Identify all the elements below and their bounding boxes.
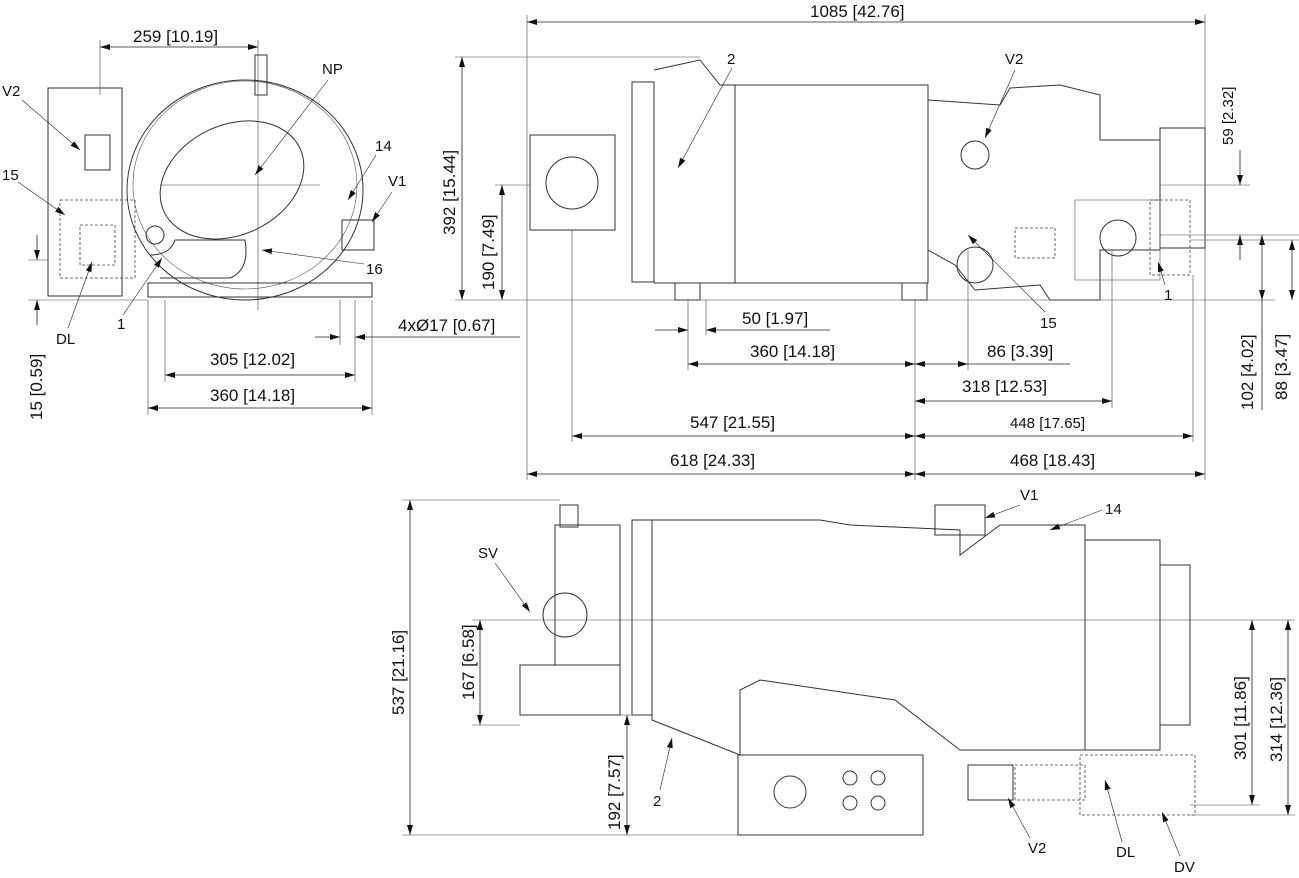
dim-height: 392 [15.44] bbox=[440, 150, 459, 235]
dim-width-top: 259 [10.19] bbox=[133, 27, 218, 46]
dim-overall-height: 537 [21.16] bbox=[389, 630, 408, 715]
dim-conn-102: 102 [4.02] bbox=[1238, 334, 1257, 410]
callout-dv: DV bbox=[1174, 859, 1195, 876]
callout-v1: V1 bbox=[388, 173, 406, 190]
callout-v1: V1 bbox=[1020, 487, 1038, 504]
dim-sv-height: 167 [6.58] bbox=[459, 624, 478, 700]
callout-16: 16 bbox=[366, 261, 383, 278]
dim-conn-86: 86 [3.39] bbox=[987, 342, 1053, 361]
dim-center-height: 190 [7.49] bbox=[479, 214, 498, 290]
callout-dl: DL bbox=[56, 331, 75, 348]
callout-v2: V2 bbox=[1005, 51, 1023, 68]
callout-v2: V2 bbox=[1028, 840, 1046, 857]
dim-right-314: 314 [12.36] bbox=[1267, 677, 1286, 762]
dim-foot-spacing: 360 [14.18] bbox=[750, 342, 835, 361]
dim-base-inner: 305 [12.02] bbox=[210, 350, 295, 369]
callout-dl: DL bbox=[1116, 844, 1135, 861]
side-view: 259 [10.19] 15 [0.59] 305 [12.02] 360 [1… bbox=[2, 27, 520, 420]
dim-conn-88: 88 [3.47] bbox=[1272, 334, 1291, 400]
dim-box-height: 192 [7.57] bbox=[605, 754, 624, 830]
callout-2: 2 bbox=[727, 51, 735, 68]
callout-14: 14 bbox=[1105, 501, 1122, 518]
bottom-view: 537 [21.16] 167 [6.58] 192 [7.57] 301 [1… bbox=[389, 487, 1295, 876]
bottom-view-outline bbox=[472, 504, 1260, 836]
dim-foot-offset: 50 [1.97] bbox=[742, 309, 808, 328]
dim-right-468: 468 [18.43] bbox=[1010, 451, 1095, 470]
callout-sv: SV bbox=[478, 545, 498, 562]
side-view-outline bbox=[47, 40, 375, 310]
dim-foot-height: 15 [0.59] bbox=[27, 354, 46, 420]
callout-15: 15 bbox=[2, 167, 19, 184]
callout-2: 2 bbox=[653, 793, 661, 810]
dim-conn-318: 318 [12.53] bbox=[962, 377, 1047, 396]
dim-base-outer: 360 [14.18] bbox=[210, 386, 295, 405]
top-view: 1085 [42.76] 392 [15.44] 190 [7.49] 59 [… bbox=[440, 2, 1299, 480]
dim-right-301: 301 [11.86] bbox=[1231, 676, 1250, 760]
callout-v2: V2 bbox=[2, 83, 20, 100]
dim-right-448: 448 [17.65] bbox=[1010, 415, 1085, 432]
callout-14: 14 bbox=[375, 138, 392, 155]
dim-top-offset: 59 [2.32] bbox=[1220, 87, 1237, 145]
callout-15: 15 bbox=[1040, 315, 1057, 332]
callout-1: 1 bbox=[1164, 287, 1172, 304]
callout-np: NP bbox=[322, 61, 343, 78]
dim-left-618: 618 [24.33] bbox=[670, 451, 755, 470]
dim-overall-length: 1085 [42.76] bbox=[810, 2, 905, 21]
dim-holes: 4xØ17 [0.67] bbox=[398, 316, 495, 335]
top-view-outline bbox=[529, 59, 1206, 301]
dim-left-547: 547 [21.55] bbox=[690, 413, 775, 432]
callout-1: 1 bbox=[117, 316, 125, 333]
